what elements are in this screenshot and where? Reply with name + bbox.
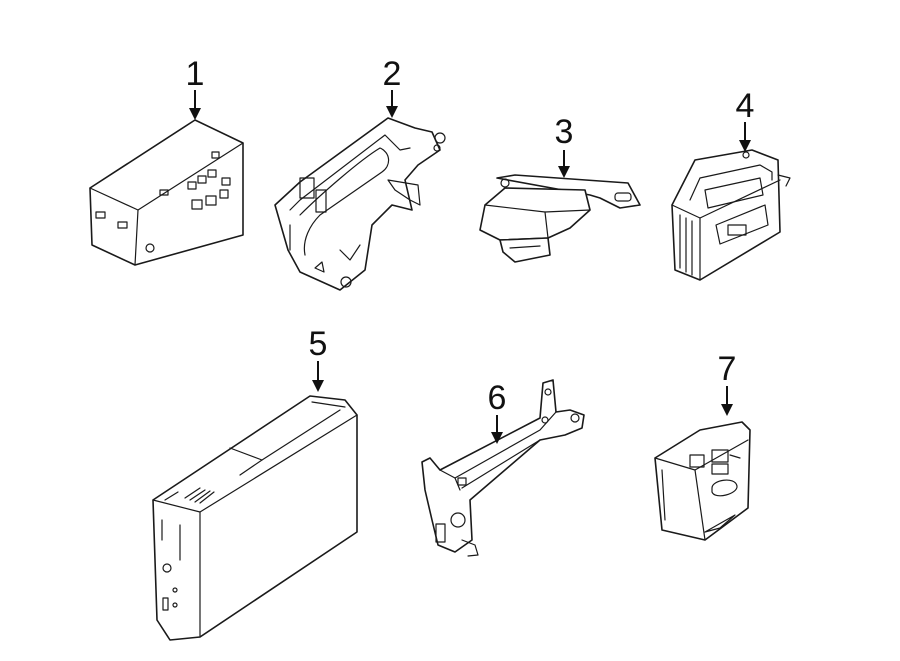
arrow-7 [721, 404, 733, 416]
callout-7: 7 [718, 350, 737, 416]
callout-number-3: 3 [555, 113, 574, 151]
callout-number-5: 5 [309, 325, 328, 363]
part-2-bracket [274, 117, 446, 291]
part-6-long-bracket [421, 379, 585, 557]
callout-number-4: 4 [736, 87, 755, 125]
callout-1: 1 [186, 55, 205, 120]
callout-number-7: 7 [718, 350, 737, 388]
callout-4: 4 [736, 87, 755, 152]
callout-number-2: 2 [383, 55, 402, 93]
callout-3: 3 [555, 113, 574, 178]
part-5-changer-unit [152, 395, 358, 641]
callout-number-1: 1 [186, 55, 205, 93]
arrow-6 [491, 432, 503, 444]
part-4-control-unit [671, 149, 791, 281]
arrow-4 [739, 140, 751, 152]
arrow-2 [386, 106, 398, 118]
arrow-3 [558, 166, 570, 178]
callout-6: 6 [488, 379, 507, 444]
part-3-module-bracket [479, 174, 641, 263]
callout-2: 2 [383, 55, 402, 118]
callout-5: 5 [309, 325, 328, 392]
part-7-square-module [654, 421, 751, 541]
callout-number-6: 6 [488, 379, 507, 417]
arrow-5 [312, 380, 324, 392]
arrow-1 [189, 108, 201, 120]
part-1-module [89, 119, 244, 266]
